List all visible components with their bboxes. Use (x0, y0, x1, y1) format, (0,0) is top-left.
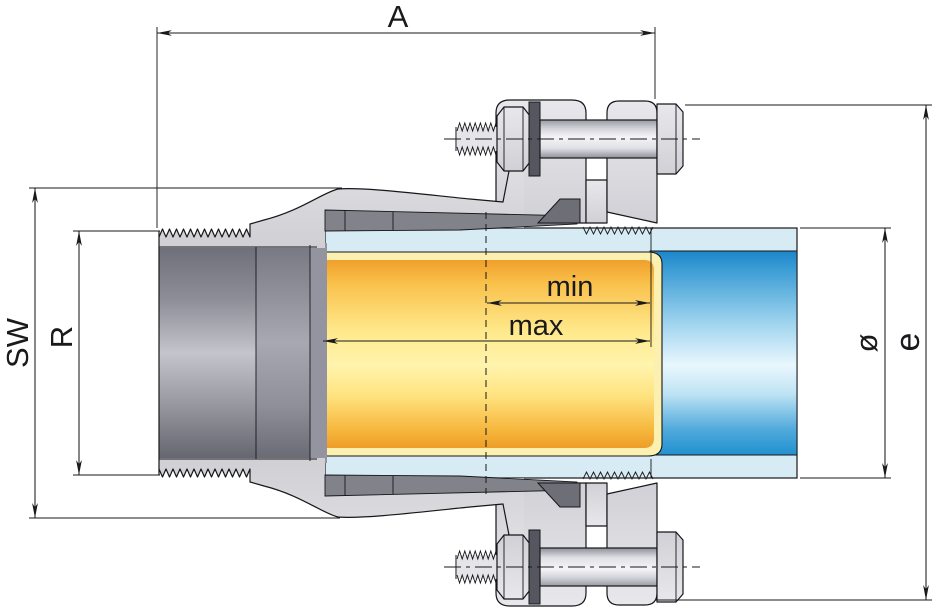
dim-wrench-size-SW: SW (0, 187, 342, 519)
dim-label-A: A (388, 0, 409, 34)
dim-label-e: e (889, 333, 927, 352)
dim-label-diameter: ø (849, 333, 884, 352)
dim-label-max: max (509, 310, 564, 342)
grip-serrations (582, 225, 654, 236)
bore-section-2 (256, 247, 310, 459)
dim-label-R: R (44, 326, 79, 348)
clamp-wedge (536, 198, 581, 224)
dim-pipe-diameter: ø (800, 227, 891, 479)
fitting-bore (159, 243, 327, 463)
dim-insertion-min: min (487, 271, 650, 306)
bolt-thread-bottom (456, 145, 500, 157)
flange-step (585, 179, 608, 224)
insert-liner-body (325, 260, 654, 448)
dim-label-SW: SW (0, 317, 35, 368)
bore-section-1 (159, 247, 256, 459)
flange-bolt (444, 101, 700, 177)
bore-section-3 (310, 243, 327, 463)
dim-overall-length-A: A (156, 0, 656, 228)
pipe-inner-blue (649, 250, 798, 456)
visible-edges (158, 212, 652, 494)
half-assembly-top (158, 99, 700, 248)
dim-flange-width-e: e (655, 104, 932, 601)
flange-ring (606, 100, 658, 224)
grip-band (324, 209, 578, 232)
bolt-thread-top (456, 121, 500, 133)
dim-label-min: min (547, 271, 594, 303)
dim-insertion-max: max (323, 310, 650, 344)
pipes (324, 227, 798, 479)
coupling-body-outline (158, 166, 525, 238)
dim-thread-size-R: R (44, 230, 160, 476)
half-assembly-bottom-mirror (158, 457, 701, 607)
